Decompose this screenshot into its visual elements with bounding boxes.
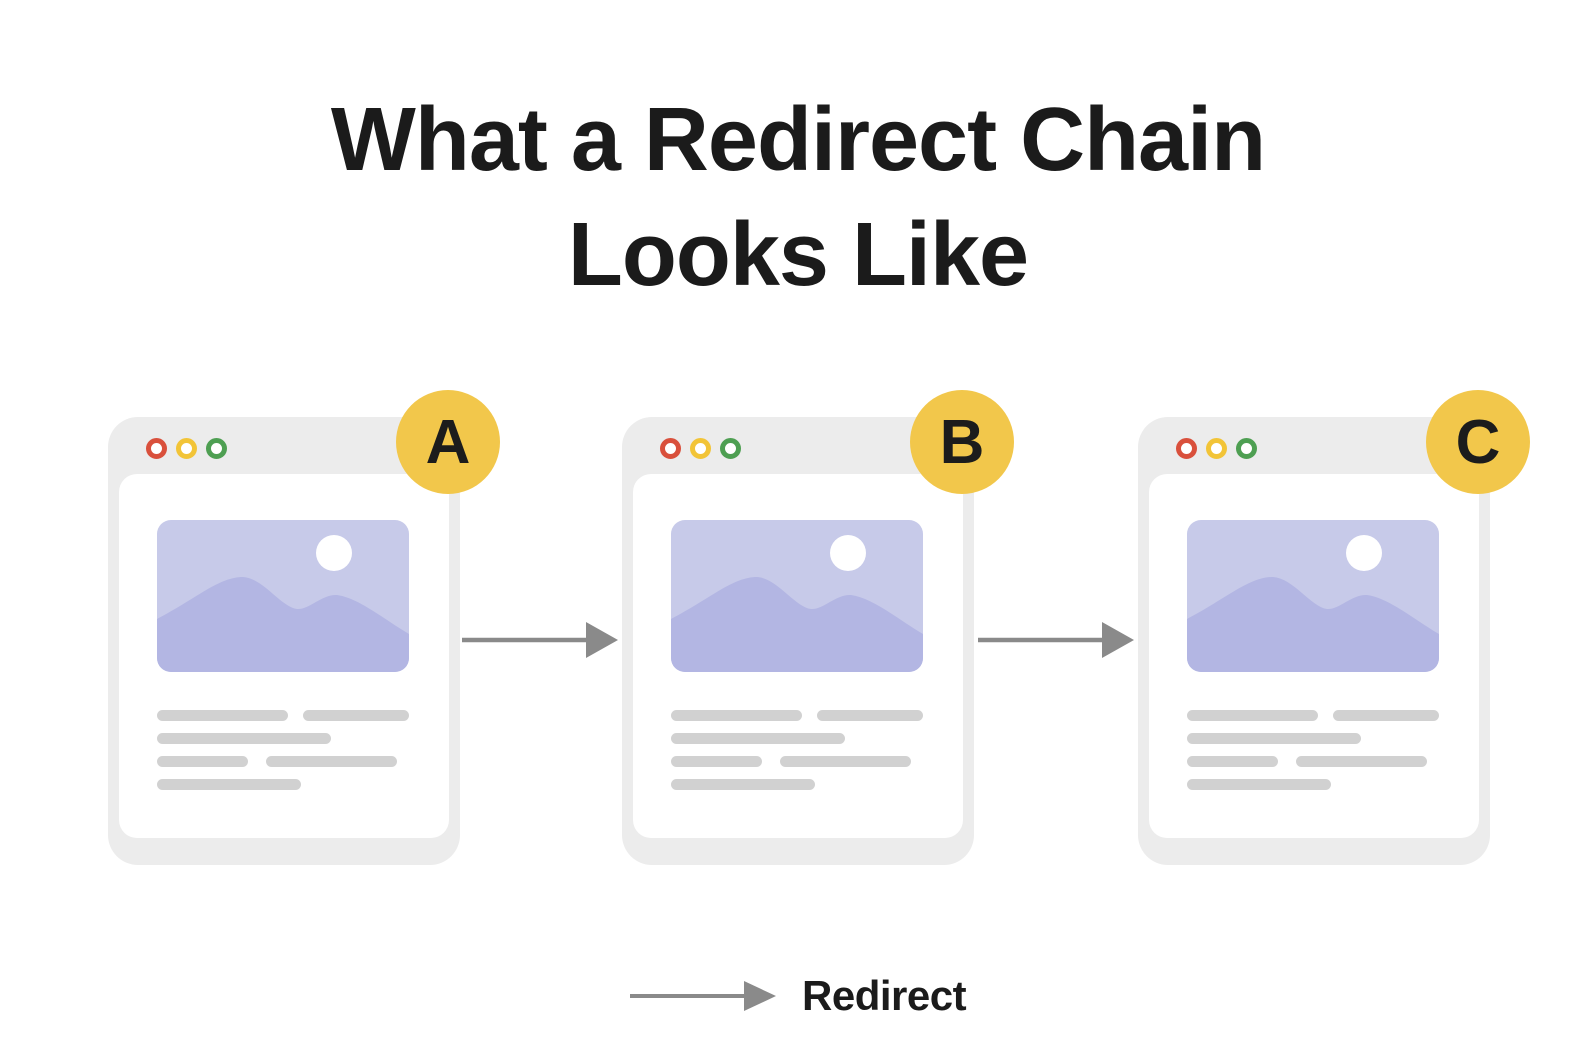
browser-window-a: A (108, 390, 500, 865)
green-dot-icon (720, 438, 741, 459)
skeleton-row (157, 779, 409, 790)
step-badge-c: C (1426, 390, 1530, 494)
right-arrow-icon (462, 622, 618, 658)
text-bar (1187, 756, 1278, 767)
legend: Redirect (630, 972, 967, 1020)
skeleton-row (157, 710, 409, 721)
mountains-icon (671, 577, 923, 672)
step-badge-a: A (396, 390, 500, 494)
page-content-panel (633, 474, 963, 838)
page-content-panel (119, 474, 449, 838)
page-title-line-1: What a Redirect Chain (330, 90, 1266, 190)
image-placeholder-graphic (157, 535, 409, 672)
right-arrow-icon (630, 981, 776, 1011)
skeleton-row (671, 710, 923, 721)
skeleton-row (671, 779, 923, 790)
text-bar (817, 710, 923, 721)
text-bar (1187, 710, 1319, 721)
image-placeholder (671, 520, 923, 672)
text-bar (671, 733, 845, 744)
image-placeholder (157, 520, 409, 672)
traffic-lights (660, 438, 741, 459)
text-skeleton (157, 710, 409, 790)
browser-window-b: B (622, 390, 1014, 865)
skeleton-row (157, 733, 409, 744)
step-badge-c-label: C (1455, 407, 1501, 477)
traffic-lights (146, 438, 227, 459)
text-bar (671, 779, 815, 790)
skeleton-row (1187, 756, 1439, 767)
text-bar (157, 733, 331, 744)
text-bar (671, 710, 803, 721)
mountains-icon (157, 577, 409, 672)
right-arrow-icon (978, 622, 1134, 658)
image-placeholder-graphic (1187, 535, 1439, 672)
image-placeholder-graphic (671, 535, 923, 672)
image-placeholder (1187, 520, 1439, 672)
sun-icon (1346, 535, 1382, 571)
page-title-line-2: Looks Like (567, 205, 1029, 305)
skeleton-row (157, 756, 409, 767)
text-bar (157, 779, 301, 790)
red-dot-icon (660, 438, 681, 459)
step-badge-b-label: B (939, 407, 985, 477)
skeleton-row (1187, 710, 1439, 721)
sun-icon (316, 535, 352, 571)
sun-icon (830, 535, 866, 571)
red-dot-icon (146, 438, 167, 459)
step-badge-b: B (910, 390, 1014, 494)
text-bar (671, 756, 762, 767)
yellow-dot-icon (1206, 438, 1227, 459)
text-bar (157, 710, 289, 721)
skeleton-row (1187, 733, 1439, 744)
text-skeleton (671, 710, 923, 790)
yellow-dot-icon (690, 438, 711, 459)
red-dot-icon (1176, 438, 1197, 459)
yellow-dot-icon (176, 438, 197, 459)
text-bar (265, 756, 397, 767)
skeleton-row (671, 756, 923, 767)
page-content-panel (1149, 474, 1479, 838)
text-bar (157, 756, 248, 767)
text-bar (1187, 779, 1331, 790)
legend-label: Redirect (802, 972, 967, 1019)
browser-window-c: C (1138, 390, 1530, 865)
text-bar (1187, 733, 1361, 744)
green-dot-icon (1236, 438, 1257, 459)
step-badge-a-label: A (425, 407, 471, 477)
text-bar (1333, 710, 1439, 721)
green-dot-icon (206, 438, 227, 459)
skeleton-row (671, 733, 923, 744)
text-bar (303, 710, 409, 721)
mountains-icon (1187, 577, 1439, 672)
text-bar (779, 756, 911, 767)
skeleton-row (1187, 779, 1439, 790)
traffic-lights (1176, 438, 1257, 459)
text-bar (1295, 756, 1427, 767)
text-skeleton (1187, 710, 1439, 790)
page-title: What a Redirect Chain Looks Like (0, 83, 1596, 313)
